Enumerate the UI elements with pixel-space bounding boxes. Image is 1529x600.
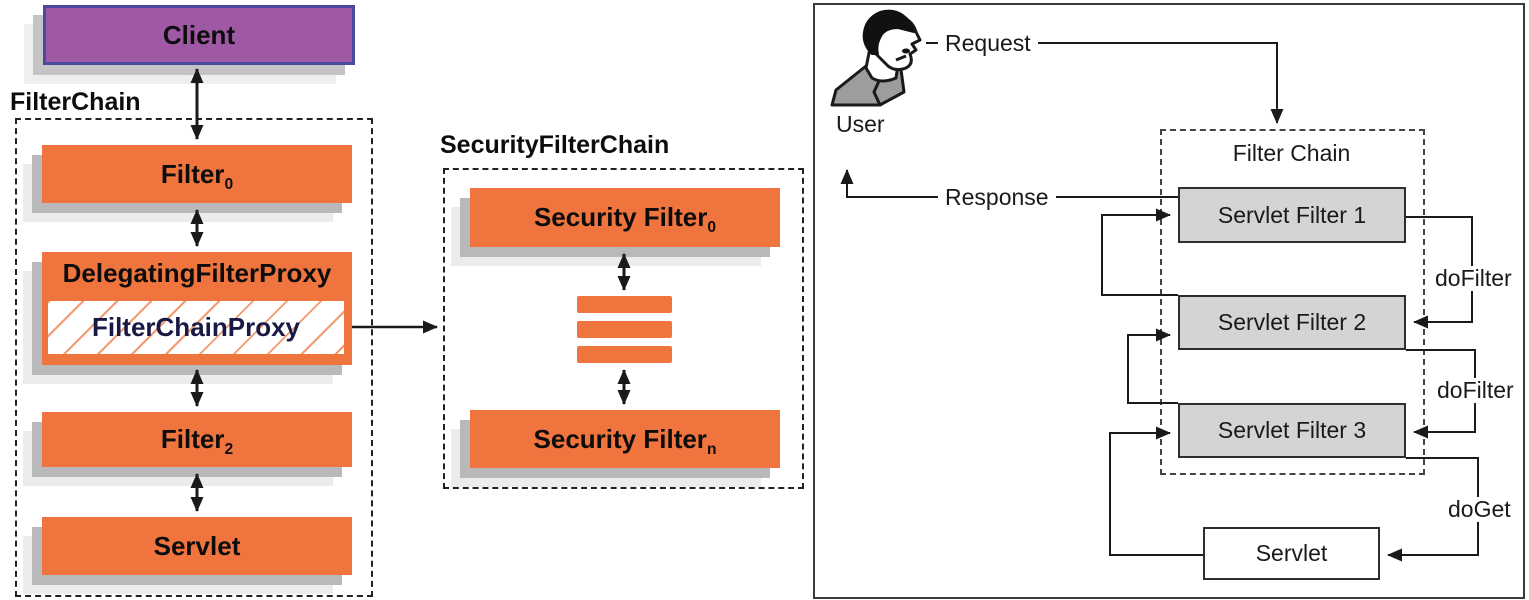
security-filter-ellipsis-bars xyxy=(577,296,672,363)
servlet-filter-3-box: Servlet Filter 3 xyxy=(1178,403,1406,458)
dofilter-label-2: doFilter xyxy=(1430,377,1521,404)
right-servlet-box: Servlet xyxy=(1203,527,1380,580)
user-icon xyxy=(830,9,922,107)
left-servlet-label: Servlet xyxy=(153,530,241,561)
filterchain-title: FilterChain xyxy=(10,88,141,116)
security-filter0-box: Security Filter0 xyxy=(470,188,780,247)
right-filter-chain-title: Filter Chain xyxy=(1232,140,1351,166)
servlet-filter-2-box: Servlet Filter 2 xyxy=(1178,295,1406,350)
client-box: Client xyxy=(43,5,355,65)
servlet-filter-1-label: Servlet Filter 1 xyxy=(1217,201,1367,228)
security-filter0-label: Security Filter0 xyxy=(533,202,717,237)
filter-chain-proxy-box: FilterChainProxy xyxy=(47,300,345,355)
servlet-filter-3-label: Servlet Filter 3 xyxy=(1217,417,1367,443)
delegating-filter-proxy-label: DelegatingFilterProxy xyxy=(62,258,332,288)
security-filtern-box: Security Filtern xyxy=(470,410,780,468)
filter2-label: Filter2 xyxy=(160,424,234,459)
right-servlet-label: Servlet xyxy=(1255,540,1328,566)
filter-chain-proxy-label: FilterChainProxy xyxy=(91,312,301,342)
ellipsis-bar-1 xyxy=(577,296,672,313)
dofilter-label-1: doFilter xyxy=(1428,265,1519,292)
response-label: Response xyxy=(938,184,1056,211)
ellipsis-bar-3 xyxy=(577,346,672,363)
security-filterchain-title: SecurityFilterChain xyxy=(440,131,670,159)
filter0-box: Filter0 xyxy=(42,145,352,203)
security-filterchain-dashed-box xyxy=(443,168,804,489)
request-label: Request xyxy=(938,30,1038,57)
servlet-filter-1-box: Servlet Filter 1 xyxy=(1178,187,1406,243)
ellipsis-bar-2 xyxy=(577,321,672,338)
servlet-filter-2-label: Servlet Filter 2 xyxy=(1217,309,1367,335)
client-label: Client xyxy=(162,19,236,50)
delegating-filter-proxy-box: DelegatingFilterProxy FilterChainProxy xyxy=(42,252,352,365)
security-filtern-label: Security Filtern xyxy=(533,423,717,458)
doget-label: doGet xyxy=(1441,496,1518,523)
filter0-label: Filter0 xyxy=(160,158,234,193)
filter2-box: Filter2 xyxy=(42,412,352,467)
left-servlet-box: Servlet xyxy=(42,517,352,575)
user-label: User xyxy=(836,111,885,137)
